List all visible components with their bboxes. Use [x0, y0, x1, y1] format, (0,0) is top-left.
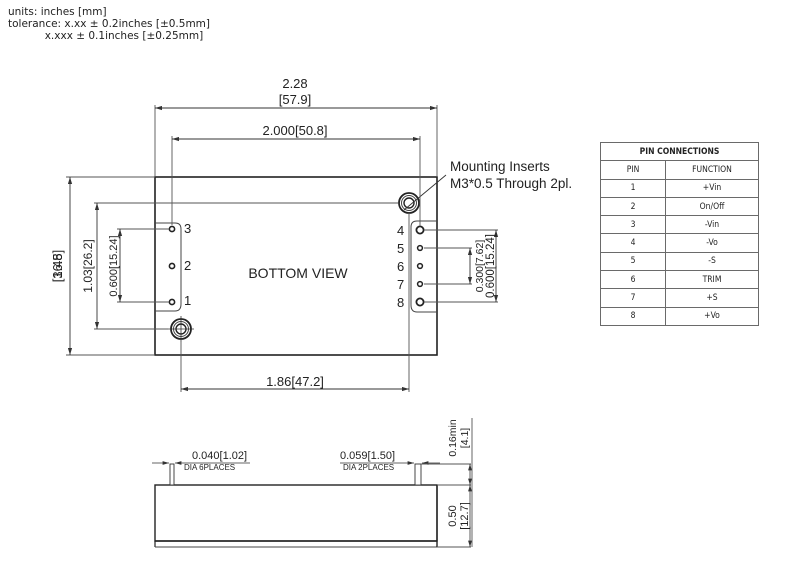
dim-pin-span-width-label: 2.000[50.8] — [262, 123, 327, 138]
small-pin — [169, 463, 175, 486]
small-pin-note: DIA 6PLACES — [184, 463, 235, 472]
pin-label-4: 4 — [397, 223, 404, 238]
pin-number: 7 — [600, 288, 666, 308]
pin-number: 4 — [600, 233, 666, 253]
pin-8 — [415, 297, 425, 307]
pin-column-header: PIN — [600, 160, 666, 180]
table-row: 7+S — [600, 288, 759, 308]
pin-number: 8 — [600, 306, 666, 326]
dim-left-pin-span-label: 0.600[15.24] — [108, 235, 120, 296]
right-pins — [415, 225, 425, 307]
dim-insert-to-pin-height-label: 1.03[26.2] — [81, 239, 95, 292]
body-height-in: 0.50 — [447, 505, 459, 526]
units-tolerance-notes: units: inches [mm] tolerance: x.xx ± 0.2… — [8, 6, 210, 42]
mounting-note-line2: M3*0.5 Through 2pl. — [450, 176, 572, 191]
table-row: 8+Vo — [600, 306, 759, 326]
pin-table-title: PIN CONNECTIONS — [600, 141, 759, 162]
pin-6 — [416, 262, 424, 270]
tolerance-note-1: tolerance: x.xx ± 0.2inches [±0.5mm] — [8, 18, 210, 30]
mounting-note-leader — [403, 174, 447, 211]
dim-overall-height-mm: [36.8] — [50, 250, 65, 283]
left-pins — [168, 225, 176, 306]
pin-label-8: 8 — [397, 295, 404, 310]
pin-function: +S — [665, 288, 759, 308]
pin-7 — [416, 280, 424, 288]
pin-function: TRIM — [665, 270, 759, 290]
pin-number: 5 — [600, 251, 666, 272]
body-height-mm: [12.7] — [459, 502, 471, 530]
tolerance-note-2: x.xxx ± 0.1inches [±0.25mm] — [8, 30, 204, 42]
function-column-header: FUNCTION — [665, 160, 759, 180]
pin-number: 2 — [600, 196, 666, 217]
pin-4 — [415, 225, 425, 235]
pin-function: -Vin — [665, 215, 759, 235]
large-pin-note: DIA 2PLACES — [343, 463, 394, 472]
dim-right-pin-span-outer-label: 0.600[15.24] — [485, 234, 497, 298]
pin-1 — [168, 298, 176, 306]
left-pin-strip — [155, 222, 182, 312]
dim-overall-height-in: 1.45 — [50, 253, 65, 278]
pin-label-7: 7 — [397, 277, 404, 292]
pin-label-1: 1 — [184, 293, 191, 308]
mounting-note-line1: Mounting Inserts — [450, 159, 550, 174]
pin-label-5: 5 — [397, 241, 404, 256]
pin-label-3: 3 — [184, 221, 191, 236]
right-pin-strip — [410, 220, 437, 313]
pin-number: 1 — [600, 178, 666, 198]
pin-label-2: 2 — [184, 258, 191, 273]
table-row: 1+Vin — [600, 178, 759, 198]
side-view: 0.040[1.02] DIA 6PLACES 0.059[1.50] DIA … — [152, 418, 473, 548]
dim-right-pin-span-inner-label: 0.300[7.62] — [474, 240, 486, 293]
mounting-insert-bottom-left — [168, 316, 194, 342]
small-pin-dia-label: 0.040[1.02] — [192, 450, 247, 462]
pin-length-in: 0.16min — [447, 419, 459, 457]
dim-overall-width-mm: [57.9] — [279, 92, 312, 107]
table-row: 3-Vin — [600, 215, 759, 235]
units-note: units: inches [mm] — [8, 6, 107, 18]
table-row: 4-Vo — [600, 233, 759, 253]
pin-function: On/Off — [665, 196, 759, 217]
pin-5 — [416, 244, 424, 252]
pin-function: -Vo — [665, 233, 759, 253]
mounting-insert-top-right — [398, 192, 420, 214]
large-pin-dia-label: 0.059[1.50] — [340, 450, 395, 462]
pin-function: -S — [665, 251, 759, 272]
large-pin — [414, 463, 422, 486]
pin-number: 6 — [600, 270, 666, 290]
pin-label-6: 6 — [397, 259, 404, 274]
pin-length-mm: [4.1] — [459, 428, 471, 449]
side-body-outline — [154, 484, 438, 542]
table-row: 5-S — [600, 251, 759, 272]
pin-number: 3 — [600, 215, 666, 235]
pin-3 — [168, 225, 176, 233]
module-body-outline — [154, 176, 438, 356]
bottom-view: 3 2 1 4 5 6 7 8 BOTTOM VIEW — [50, 76, 572, 392]
pin-function: +Vin — [665, 178, 759, 198]
bottom-view-label: BOTTOM VIEW — [248, 265, 348, 281]
dim-insert-spacing-label: 1.86[47.2] — [266, 374, 324, 389]
pin-function: +Vo — [665, 306, 759, 326]
pin-2 — [168, 262, 176, 270]
dim-overall-width-in: 2.28 — [282, 76, 307, 91]
